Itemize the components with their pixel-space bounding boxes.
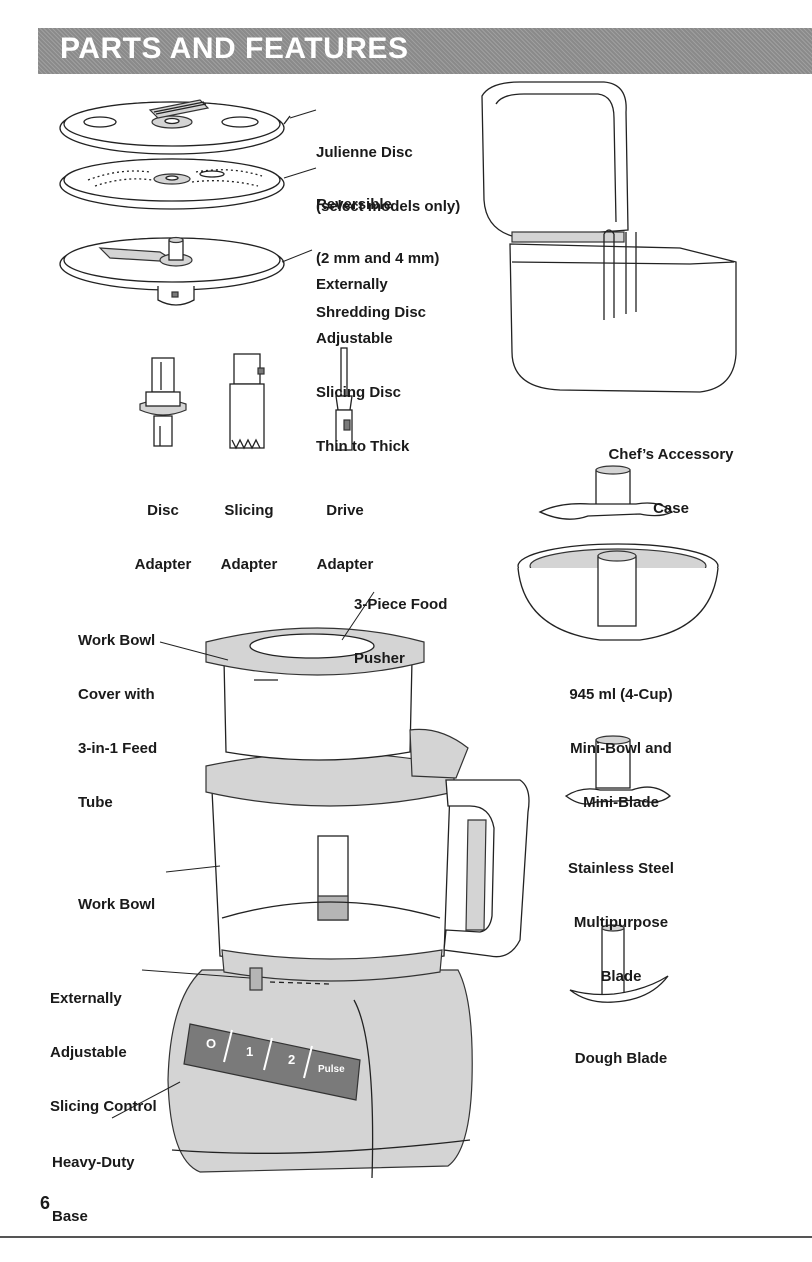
food-processor-illustration: O 1 2 Pulse bbox=[168, 628, 529, 1178]
control-button-speed-2[interactable]: 2 bbox=[288, 1052, 295, 1067]
slicing-disc-illustration bbox=[60, 238, 284, 306]
slicing-adapter-illustration bbox=[230, 354, 264, 448]
shredding-disc-illustration bbox=[60, 159, 284, 209]
mini-bowl-illustration bbox=[518, 544, 718, 640]
label-mini-bowl: 945 ml (4-Cup) Mini-Bowl and Mini-Blade bbox=[536, 650, 706, 848]
label-slicing-disc: Externally Adjustable Slicing Disc Thin … bbox=[316, 240, 409, 492]
control-button-speed-1[interactable]: 1 bbox=[246, 1044, 253, 1059]
label-slicing-adapter: Slicing Adapter bbox=[204, 466, 294, 610]
label-dough-blade: Dough Blade bbox=[536, 1014, 706, 1104]
page-number: 6 bbox=[40, 1193, 50, 1214]
accessory-case-illustration bbox=[482, 82, 736, 392]
label-work-bowl-cover: Work Bowl Cover with 3-in-1 Feed Tube bbox=[78, 596, 157, 848]
control-button-off[interactable]: O bbox=[206, 1036, 216, 1051]
label-food-pusher: 3-Piece Food Pusher bbox=[354, 560, 447, 704]
label-multipurpose-blade: Stainless Steel Multipurpose Blade bbox=[536, 824, 706, 1022]
disc-adapter-illustration bbox=[140, 358, 186, 446]
label-base: Heavy-Duty Base bbox=[52, 1118, 135, 1262]
footer-rule bbox=[0, 1236, 812, 1238]
julienne-disc-illustration bbox=[60, 100, 290, 154]
control-button-pulse[interactable]: Pulse bbox=[318, 1064, 345, 1075]
label-disc-adapter: Disc Adapter bbox=[118, 466, 208, 610]
label-accessory-case: Chef’s Accessory Case bbox=[586, 410, 756, 554]
label-work-bowl: Work Bowl bbox=[78, 860, 155, 950]
